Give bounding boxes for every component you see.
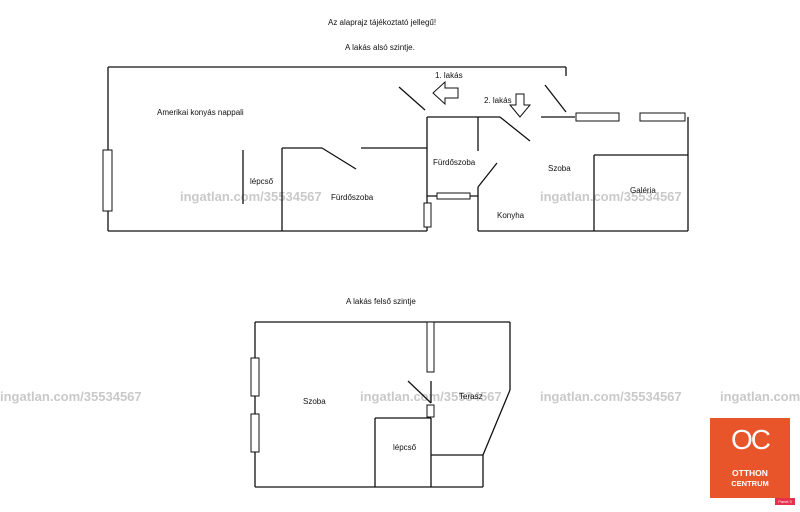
lower-level-title: A lakás alsó szintje. (345, 43, 415, 52)
window-room-1 (575, 112, 620, 122)
room-label-room: Szoba (548, 164, 571, 173)
watermark-3: ingatlan.com/35534567 (0, 389, 142, 404)
lower-level-windows (102, 112, 686, 228)
otthon-centrum-logo: OC OTTHON CENTRUM (710, 418, 790, 498)
room-label-kitchen: Konyha (497, 211, 525, 220)
logo-line-2: CENTRUM (731, 479, 769, 488)
watermark-1: ingatlan.com/35534567 (180, 189, 322, 204)
room-label-upper-room: Szoba (303, 397, 326, 406)
window-upper-1 (250, 357, 260, 397)
room-label-living: Amerikai konyás nappali (157, 108, 244, 117)
label-apartment-2: 2. lakás (484, 96, 512, 105)
upper-level-title: A lakás felső szintje (346, 297, 416, 306)
window-upper-3 (426, 321, 435, 373)
room-label-terrace: Terasz (459, 392, 483, 401)
lower-level-walls (107, 66, 689, 232)
window-room-2 (639, 112, 686, 122)
room-label-stairs: lépcső (250, 177, 274, 186)
room-label-gallery: Galéria (630, 186, 656, 195)
disclaimer-note: Az alaprajz tájékoztató jellegű! (328, 18, 436, 27)
logo-line-1: OTTHON (732, 468, 768, 478)
watermark-6: ingatlan.com/35534567 (720, 389, 800, 404)
logo-mark: OC (731, 424, 771, 455)
upper-level-walls (254, 321, 511, 488)
corner-badge: Panel 3 Mar (775, 498, 795, 511)
watermark-5: ingatlan.com/35534567 (540, 389, 682, 404)
watermark-2: ingatlan.com/35534567 (540, 189, 682, 204)
window-bath-b (436, 192, 471, 200)
window-bath-a (423, 202, 432, 228)
room-label-bathroom-a: Fürdőszoba (331, 193, 374, 202)
arrow-down-icon (508, 93, 532, 118)
room-label-bathroom-b: Fürdőszoba (433, 158, 476, 167)
room-label-upper-stairs: lépcső (393, 443, 417, 452)
window-upper-2 (250, 413, 260, 453)
window-living (102, 149, 113, 212)
window-upper-4 (426, 404, 435, 418)
upper-level-windows (250, 321, 435, 453)
arrow-left-icon (432, 80, 459, 106)
label-apartment-1: 1. lakás (435, 71, 463, 80)
